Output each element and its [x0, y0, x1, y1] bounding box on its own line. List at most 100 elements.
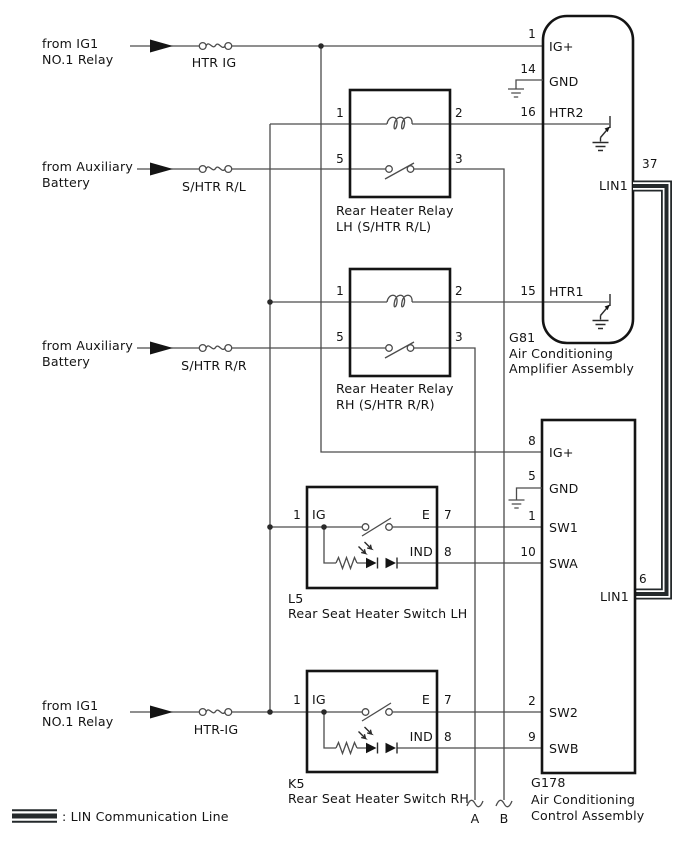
pin-number: 2	[528, 694, 536, 708]
relay-rh-name: RH (S/HTR R/R)	[336, 397, 435, 412]
pin-label: E	[422, 507, 430, 522]
legend-text: : LIN Communication Line	[62, 809, 229, 824]
pin-number: 7	[444, 508, 452, 522]
pin-label: SWB	[549, 741, 579, 756]
pin-number: 1	[293, 693, 301, 707]
pin-number: 16	[520, 105, 536, 119]
switch-rh-box	[305, 669, 439, 774]
pin-number: 5	[528, 469, 536, 483]
fuse-shtr-rr-icon	[198, 343, 233, 353]
relay-lh-box	[348, 88, 452, 199]
transistor-icon	[592, 116, 611, 152]
source-label: NO.1 Relay	[42, 714, 114, 729]
connector-break-icon	[466, 799, 484, 808]
source-label: NO.1 Relay	[42, 52, 114, 67]
lin-communication-line	[633, 180, 672, 600]
pin-label: IG+	[549, 39, 574, 54]
pin-number: 37	[642, 157, 658, 171]
pin-number: 1	[528, 509, 536, 523]
pin-label: IND	[410, 729, 433, 744]
switch-rh	[305, 669, 439, 774]
relay-contact-icon	[384, 162, 415, 180]
source-label: from Auxiliary	[42, 159, 133, 174]
relay-rh	[348, 267, 452, 378]
switch-lh-box	[305, 485, 439, 590]
labels: from IG1 NO.1 Relay HTR IG from Auxiliar…	[42, 27, 658, 826]
pin-number: 1	[293, 508, 301, 522]
pin-label: GND	[549, 481, 578, 496]
pin-number: 5	[336, 152, 344, 166]
switch-rh-name: Rear Seat Heater Switch RH	[288, 791, 469, 806]
fuse-label: HTR-IG	[194, 722, 239, 737]
coil-icon	[386, 294, 413, 308]
pin-label: IG	[312, 692, 326, 707]
relay-rh-box	[348, 267, 452, 378]
led-icon	[358, 541, 379, 569]
pin-number: 6	[639, 572, 647, 586]
fuse-htr-ig2-icon	[198, 707, 233, 717]
junction-dot	[267, 524, 273, 530]
relay-lh-name: LH (S/HTR R/L)	[336, 219, 431, 234]
fuse-label: HTR IG	[192, 55, 237, 70]
amplifier-name: Amplifier Assembly	[509, 361, 634, 376]
controller-name: Control Assembly	[531, 808, 645, 823]
pin-number: 3	[455, 152, 463, 166]
pin-label: HTR2	[549, 105, 584, 120]
switch-lh	[305, 485, 439, 590]
pin-number: 2	[455, 284, 463, 298]
pin-number: 3	[455, 330, 463, 344]
source-label: from Auxiliary	[42, 338, 133, 353]
led-icon	[358, 726, 379, 754]
arrow-icon	[150, 162, 173, 176]
fuse-shtr-rl-icon	[198, 164, 233, 174]
source-arrows	[150, 39, 173, 719]
relay-lh	[348, 88, 452, 199]
source-label: from IG1	[42, 36, 98, 51]
diode-icon	[385, 742, 398, 754]
amplifier-name: Air Conditioning	[509, 346, 613, 361]
pin-label: SW1	[549, 520, 578, 535]
junction-dot	[267, 709, 273, 715]
ground-icon	[508, 88, 524, 98]
pin-number: 1	[336, 284, 344, 298]
pin-number: 1	[528, 27, 536, 41]
source-label: from IG1	[42, 698, 98, 713]
arrow-icon	[150, 341, 173, 355]
diode-icon	[385, 557, 398, 569]
amplifier-code: G81	[509, 330, 535, 345]
pin-number: 1	[336, 106, 344, 120]
ground-icon	[508, 499, 525, 509]
pin-label: E	[422, 692, 430, 707]
pin-number: 10	[520, 545, 536, 559]
switch-contact-icon	[361, 702, 393, 722]
pin-number: 14	[520, 62, 536, 76]
controller-code: G178	[531, 775, 566, 790]
pin-label: IND	[410, 544, 433, 559]
junction-dot	[321, 524, 327, 530]
pin-number: 8	[444, 730, 452, 744]
relay-lh-name: Rear Heater Relay	[336, 203, 454, 218]
pin-label: IG	[312, 507, 326, 522]
pin-label: IG+	[549, 445, 574, 460]
fuse-symbols	[198, 41, 233, 717]
connector-b	[495, 799, 513, 808]
control-assembly	[508, 418, 637, 775]
junction-dot	[321, 709, 327, 715]
fuse-label: S/HTR R/L	[182, 179, 246, 194]
pin-label: LIN1	[599, 178, 628, 193]
pin-number: 7	[444, 693, 452, 707]
pin-number: 8	[528, 434, 536, 448]
source-label: Battery	[42, 175, 90, 190]
resistor-icon	[335, 740, 358, 756]
resistor-icon	[335, 555, 358, 571]
coil-icon	[386, 116, 413, 130]
relay-rh-name: Rear Heater Relay	[336, 381, 454, 396]
controller-name: Air Conditioning	[531, 792, 635, 807]
junction-dot	[267, 299, 273, 305]
pin-label: LIN1	[600, 589, 629, 604]
pin-number: 5	[336, 330, 344, 344]
pin-number: 9	[528, 730, 536, 744]
pin-number: 2	[455, 106, 463, 120]
source-label: Battery	[42, 354, 90, 369]
switch-rh-code: K5	[288, 776, 305, 791]
